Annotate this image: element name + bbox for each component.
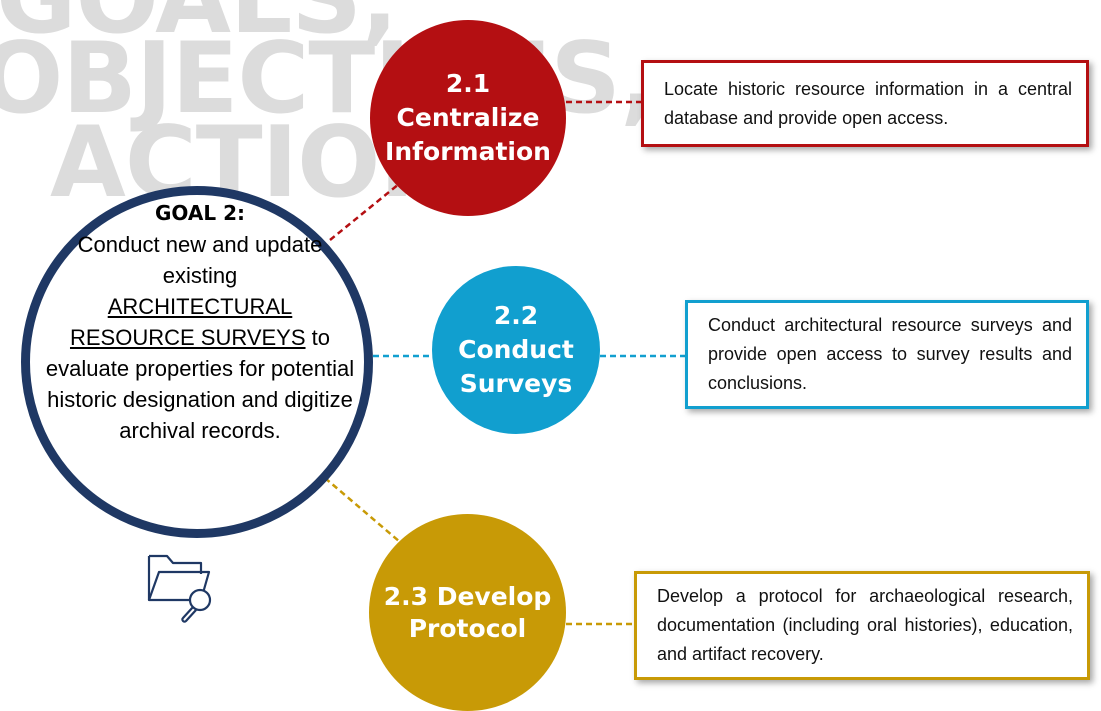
objective-title-line1: Protocol bbox=[408, 613, 527, 643]
action-text: Develop a protocol for archaeological re… bbox=[657, 586, 1073, 664]
connector-goal-to-2-3 bbox=[324, 477, 401, 543]
goal-text: GOAL 2: Conduct new and update existing … bbox=[45, 198, 355, 446]
folder-search-icon bbox=[147, 554, 212, 623]
action-box-2-3: Develop a protocol for archaeological re… bbox=[634, 571, 1090, 680]
objective-circle-2-3: 2.3 Develop Protocol bbox=[369, 514, 566, 711]
action-text: Conduct architectural resource surveys a… bbox=[708, 315, 1072, 393]
objective-title-line1: Conduct bbox=[458, 335, 574, 364]
objective-title-line2: Surveys bbox=[459, 369, 573, 398]
action-text: Locate historic resource information in … bbox=[664, 78, 1072, 128]
goal-emphasis-line1: ARCHITECTURAL bbox=[107, 294, 293, 319]
action-box-2-1: Locate historic resource information in … bbox=[641, 60, 1089, 147]
goal-emphasis-line2: RESOURCE SURVEYS bbox=[69, 325, 306, 350]
objective-number: 2.3 Develop bbox=[383, 581, 552, 611]
goal-circle bbox=[21, 186, 373, 538]
objective-number: 2.1 bbox=[445, 69, 491, 98]
objective-number: 2.2 bbox=[493, 301, 539, 330]
goal-text-after: to evaluate properties for potential his… bbox=[45, 325, 355, 443]
objective-circle-2-1: 2.1 Centralize Information bbox=[370, 20, 566, 216]
goal-text-before: Conduct new and update existing bbox=[77, 232, 323, 288]
objective-circle-2-2: 2.2 Conduct Surveys bbox=[432, 266, 600, 434]
objective-title-line1: Centralize bbox=[396, 103, 540, 132]
action-box-2-2: Conduct architectural resource surveys a… bbox=[685, 300, 1089, 409]
watermark-heading-line1: GOALS, bbox=[0, 0, 398, 48]
goal-title: GOAL 2: bbox=[155, 201, 245, 225]
objective-title-line2: Information bbox=[385, 137, 551, 166]
